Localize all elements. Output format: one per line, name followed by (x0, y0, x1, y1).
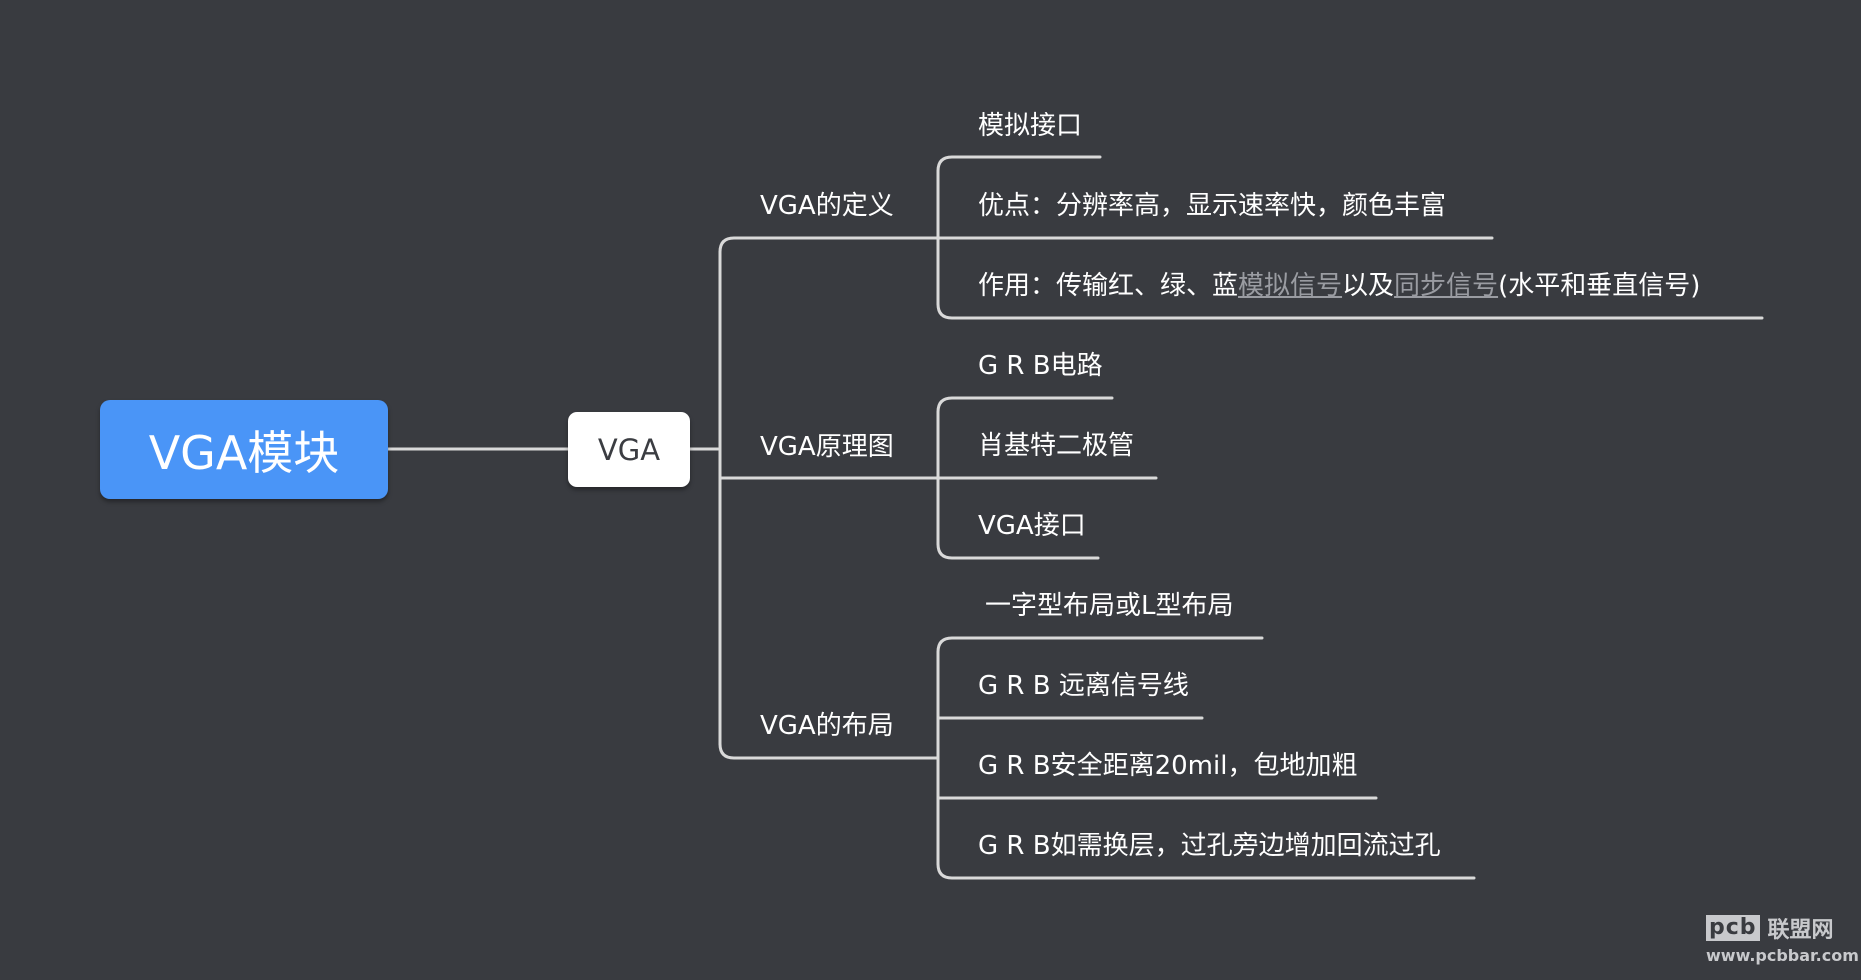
leaf-grb-layer-change[interactable]: G R B如需换层，过孔旁边增加回流过孔 (978, 831, 1441, 861)
branch-vga-definition[interactable]: VGA的定义 (760, 191, 894, 221)
watermark-name: 联盟网 (1767, 918, 1834, 943)
watermark-url: www.pcbbar.com (1706, 946, 1859, 965)
watermark-logo: pcb (1706, 915, 1760, 941)
leaf-grb-safe-distance[interactable]: G R B安全距离20mil，包地加粗 (978, 751, 1358, 781)
branch-vga-layout[interactable]: VGA的布局 (760, 711, 894, 741)
watermark: pcb 联盟网 www.pcbbar.com (1706, 912, 1859, 965)
leaf-function-suffix: (水平和垂直信号) (1498, 271, 1701, 301)
root-node[interactable]: VGA模块 (100, 400, 388, 499)
leaf-0-0-underline (936, 155, 1102, 173)
center-node[interactable]: VGA (568, 412, 690, 487)
leaf-grb-away-from-signal[interactable]: G R B 远离信号线 (978, 671, 1189, 701)
leaf-function-conjunction: 以及 (1342, 271, 1395, 301)
leaf-schottky-diode[interactable]: 肖基特二极管 (978, 431, 1135, 461)
leaf-layout-style[interactable]: 一字型布局或L型布局 (985, 591, 1234, 621)
leaf-2-3-underline (936, 862, 1476, 880)
leaf-1-0-underline (936, 396, 1114, 414)
leaf-1-2-underline (936, 542, 1100, 560)
leaf-function[interactable]: 作用：传输红、绿、蓝模拟信号以及同步信号(水平和垂直信号) (978, 273, 1700, 299)
branch-vga-schematic[interactable]: VGA原理图 (760, 432, 894, 462)
leaf-0-2-underline (936, 302, 1764, 320)
branch-0-underline (718, 236, 940, 254)
leaf-analog-interface[interactable]: 模拟接口 (978, 111, 1083, 141)
leaf-function-prefix: 作用：传输红、绿、蓝 (978, 271, 1239, 301)
leaf-grb-circuit[interactable]: G R B电路 (978, 351, 1103, 381)
leaf-advantages[interactable]: 优点：分辨率高，显示速率快，颜色丰富 (978, 191, 1447, 221)
link-analog-signal[interactable]: 模拟信号 (1238, 271, 1343, 301)
leaf-vga-interface[interactable]: VGA接口 (978, 511, 1086, 541)
link-sync-signal[interactable]: 同步信号 (1394, 271, 1499, 301)
branch-2-underline (718, 742, 940, 760)
leaf-2-0-underline (936, 636, 1264, 654)
